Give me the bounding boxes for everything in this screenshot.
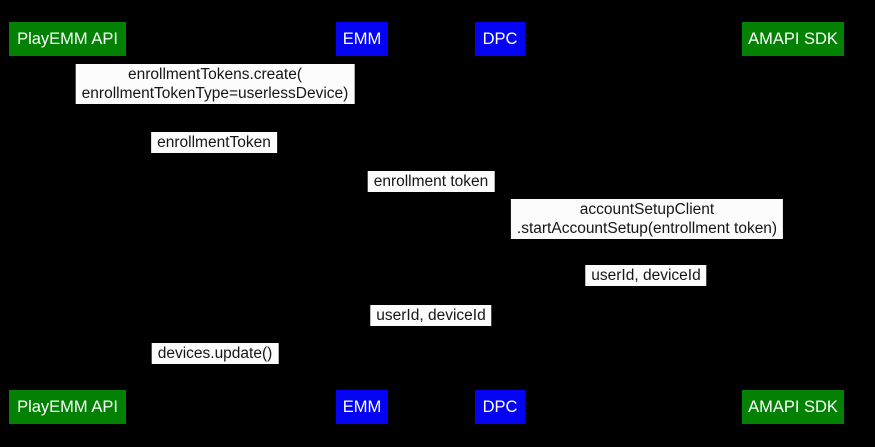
message-line: accountSetupClient <box>579 201 715 218</box>
actor-dpc-bottom: DPC <box>475 390 525 424</box>
actor-label: AMAPI SDK <box>748 29 838 48</box>
actor-label: DPC <box>482 29 518 48</box>
actor-emm-bottom: EMM <box>336 390 388 424</box>
message-line: enrollmentTokenType=userlessDevice) <box>81 85 349 102</box>
actor-playemm-api-bottom: PlayEMM API <box>9 390 126 424</box>
message-line: enrollmentTokens.create( <box>127 66 303 83</box>
message-line: .startAccountSetup(entrollment token) <box>516 220 778 237</box>
actor-amapi-sdk-bottom: AMAPI SDK <box>742 390 844 424</box>
actor-label: AMAPI SDK <box>748 397 838 416</box>
actor-label: DPC <box>482 397 518 416</box>
actor-label: EMM <box>342 397 382 416</box>
message-userid-deviceid-to-dpc: userId, deviceId <box>585 265 707 286</box>
message-line: userId, deviceId <box>591 267 701 284</box>
actor-label: EMM <box>342 29 382 48</box>
actor-label: PlayEMM API <box>17 397 118 416</box>
actor-emm-top: EMM <box>336 22 388 56</box>
message-enrollment-tokens-create: enrollmentTokens.create( enrollmentToken… <box>75 64 355 104</box>
message-line: userId, deviceId <box>376 307 486 324</box>
message-enrollment-token-return: enrollmentToken <box>151 132 277 153</box>
message-userid-deviceid-to-emm: userId, deviceId <box>370 305 492 326</box>
actor-label: PlayEMM API <box>17 29 118 48</box>
actor-amapi-sdk-top: AMAPI SDK <box>742 22 844 56</box>
actor-playemm-api-top: PlayEMM API <box>9 22 126 56</box>
message-line: enrollment token <box>373 173 489 190</box>
message-line: enrollmentToken <box>157 134 271 151</box>
message-enrollment-token-to-dpc: enrollment token <box>367 171 495 192</box>
message-start-account-setup: accountSetupClient .startAccountSetup(en… <box>510 199 784 239</box>
message-devices-update: devices.update() <box>151 343 279 364</box>
message-line: devices.update() <box>157 345 273 362</box>
actor-dpc-top: DPC <box>475 22 525 56</box>
